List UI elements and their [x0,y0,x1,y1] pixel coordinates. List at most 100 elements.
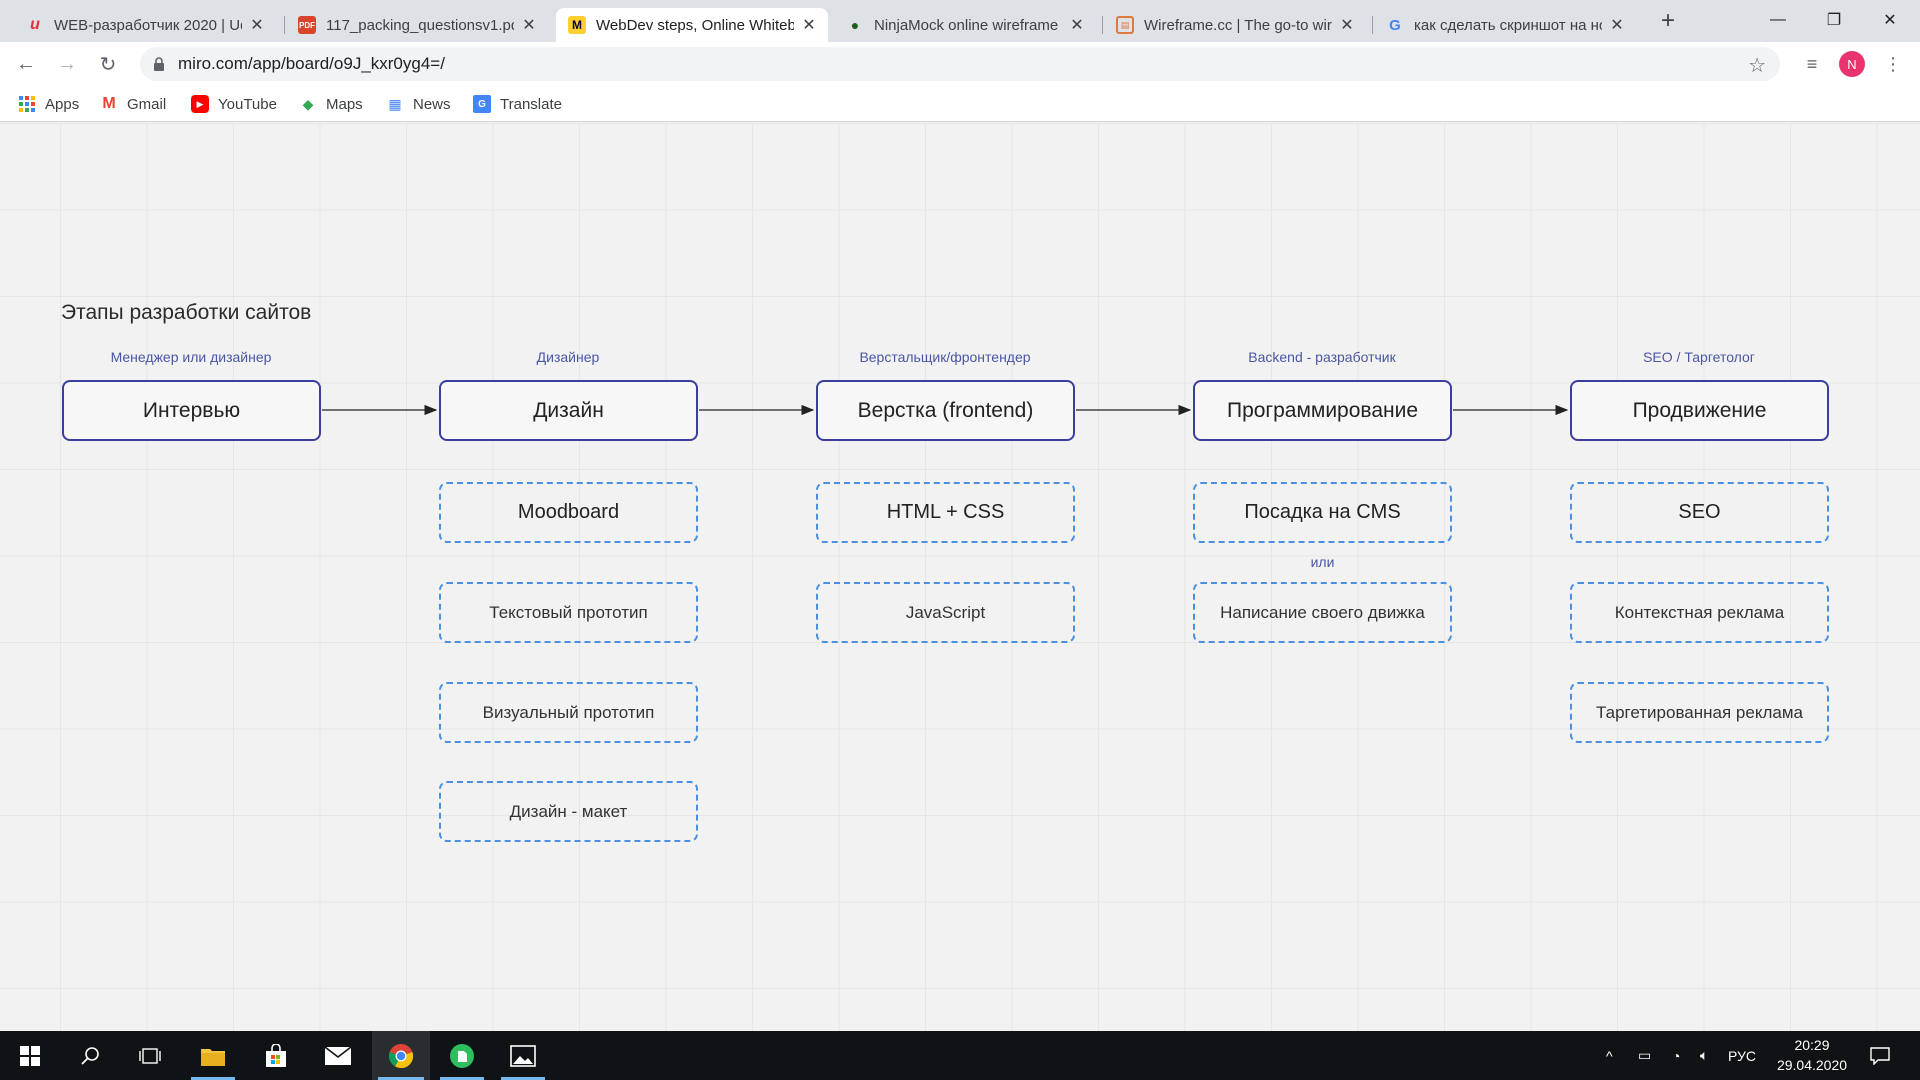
or-label[interactable]: или [1310,554,1335,570]
tab-title: 117_packing_questionsv1.pdf [326,16,514,34]
bookmark-gmail[interactable]: M Gmail [100,94,166,114]
task-card[interactable]: Написание своего движка [1193,582,1452,643]
role-label[interactable]: Backend - разработчик [1248,349,1396,365]
youtube-icon: ▶ [191,95,209,113]
task-card[interactable]: SEO [1570,482,1829,543]
tab-title: Wireframe.cc | The go-to wire [1144,16,1332,34]
tab-title: NinjaMock online wireframe [874,16,1059,34]
restore-icon[interactable]: ❐ [1826,12,1842,29]
tab-wireframe[interactable]: ▤ Wireframe.cc | The go-to wire ✕ [1104,8,1366,42]
address-bar[interactable]: miro.com/app/board/o9J_kxr0yg4=/ ☆ [140,47,1780,81]
search-icon[interactable] [62,1031,118,1080]
close-icon[interactable]: ✕ [522,17,536,34]
url-text: miro.com/app/board/o9J_kxr0yg4=/ [178,54,445,73]
browser-toolbar: ← → ↻ miro.com/app/board/o9J_kxr0yg4=/ ☆… [0,42,1920,86]
bookmark-label: Gmail [127,95,167,113]
board-title[interactable]: Этапы разработки сайтов [61,301,312,324]
task-card[interactable]: Посадка на CMS [1193,482,1452,543]
bookmarks-bar: Apps M Gmail ▶ YouTube ◆ Maps ▦ News G T… [0,86,1920,122]
stage-backend[interactable]: Программирование [1193,380,1452,441]
bookmark-youtube[interactable]: ▶ YouTube [191,94,277,114]
stage-promotion[interactable]: Продвижение [1570,380,1829,441]
task-card[interactable]: JavaScript [816,582,1075,643]
role-label[interactable]: Дизайнер [536,349,600,365]
volume-icon[interactable]: 🔈︎ [1700,1047,1709,1063]
bookmark-maps[interactable]: ◆ Maps [299,94,363,114]
task-view-icon[interactable] [122,1031,178,1080]
tab-udemy[interactable]: u WEB-разработчик 2020 | Ud ✕ [14,8,276,42]
close-icon[interactable]: ✕ [250,17,264,34]
apps-icon [18,95,36,113]
show-hidden-icons[interactable]: ^ [1606,1047,1613,1064]
store-icon[interactable] [248,1031,304,1080]
language-indicator[interactable]: РУС [1728,1047,1757,1064]
clock[interactable]: 20:29 29.04.2020 [1762,1035,1862,1075]
close-icon[interactable]: ✕ [1340,17,1354,34]
bookmark-label: Apps [45,95,80,113]
windows-start-icon[interactable] [2,1031,58,1080]
reload-icon[interactable]: ↻ [99,53,117,76]
task-card[interactable]: Текстовый прототип [439,582,698,643]
photos-icon[interactable] [495,1031,551,1080]
media-control-icon[interactable]: ≡ [1806,53,1818,74]
role-label[interactable]: SEO / Таргетолог [1643,349,1755,365]
pdf-icon: PDF [298,16,316,34]
task-card[interactable]: Контекстная реклама [1570,582,1829,643]
tab-title: как сделать скриншот на но [1414,16,1602,34]
stage-interview[interactable]: Интервью [62,380,321,441]
ninjamock-icon: ● [850,17,860,33]
stage-frontend[interactable]: Верстка (frontend) [816,380,1075,441]
profile-avatar-button[interactable]: N [1838,50,1866,78]
miro-icon: M [568,16,586,34]
tab-title: WEB-разработчик 2020 | Ud [54,16,242,34]
back-icon[interactable]: ← [16,52,36,75]
task-card[interactable]: Визуальный прототип [439,682,698,743]
maps-icon: ◆ [302,95,314,112]
tab-miro[interactable]: M WebDev steps, Online Whiteb ✕ [556,8,828,42]
gmail-icon: M [102,95,116,112]
tab-ninjamock[interactable]: ● NinjaMock online wireframe ✕ [834,8,1096,42]
flow-arrows [322,404,1569,416]
new-tab-button[interactable]: + [1660,7,1675,34]
menu-icon[interactable]: ⋮ [1884,53,1902,74]
file-explorer-icon[interactable] [185,1031,241,1080]
bookmark-label: Translate [500,95,562,113]
bookmark-star-icon[interactable]: ☆ [1748,55,1766,77]
tab-google[interactable]: G как сделать скриншот на но ✕ [1374,8,1636,42]
bookmark-apps[interactable]: Apps [18,94,79,114]
lock-icon [152,57,166,71]
bookmark-label: News [413,95,451,113]
stage-design[interactable]: Дизайн [439,380,698,441]
bookmark-translate[interactable]: G Translate [473,94,562,114]
wireframe-icon: ▤ [1116,16,1134,34]
task-card[interactable]: Дизайн - макет [439,781,698,842]
evernote-icon[interactable] [434,1031,490,1080]
forward-icon[interactable]: → [57,52,77,75]
clock-time: 20:29 [1794,1037,1830,1053]
mail-icon[interactable] [310,1031,366,1080]
tab-title: WebDev steps, Online Whiteb [596,16,794,34]
minimize-icon[interactable]: — [1770,11,1786,28]
notifications-icon[interactable] [1870,1031,1890,1080]
close-window-icon[interactable]: ✕ [1883,12,1897,29]
bookmark-label: Maps [326,95,363,113]
whiteboard-canvas[interactable]: Этапы разработки сайтов Менеджер или диз… [0,123,1920,1031]
close-icon[interactable]: ✕ [1610,17,1624,34]
wifi-icon[interactable]: ◔ [1672,1047,1681,1064]
close-icon[interactable]: ✕ [802,17,816,34]
clock-date: 29.04.2020 [1776,1057,1848,1073]
avatar: N [1839,51,1865,77]
tab-strip: u WEB-разработчик 2020 | Ud ✕ PDF 117_pa… [0,0,1920,42]
tab-pdf[interactable]: PDF 117_packing_questionsv1.pdf ✕ [286,8,548,42]
taskbar: ^ ▭ ◔ 🔈︎ РУС 20:29 29.04.2020 [0,1031,1920,1080]
role-label[interactable]: Верстальщик/фронтендер [859,349,1031,365]
task-card[interactable]: Таргетированная реклама [1570,682,1829,743]
task-card[interactable]: HTML + CSS [816,482,1075,543]
task-card[interactable]: Moodboard [439,482,698,543]
battery-icon[interactable]: ▭ [1638,1047,1652,1063]
role-label[interactable]: Менеджер или дизайнер [110,349,272,365]
chrome-icon[interactable] [372,1031,430,1080]
udemy-icon: u [30,16,40,33]
close-icon[interactable]: ✕ [1070,17,1084,34]
bookmark-news[interactable]: ▦ News [386,94,451,114]
